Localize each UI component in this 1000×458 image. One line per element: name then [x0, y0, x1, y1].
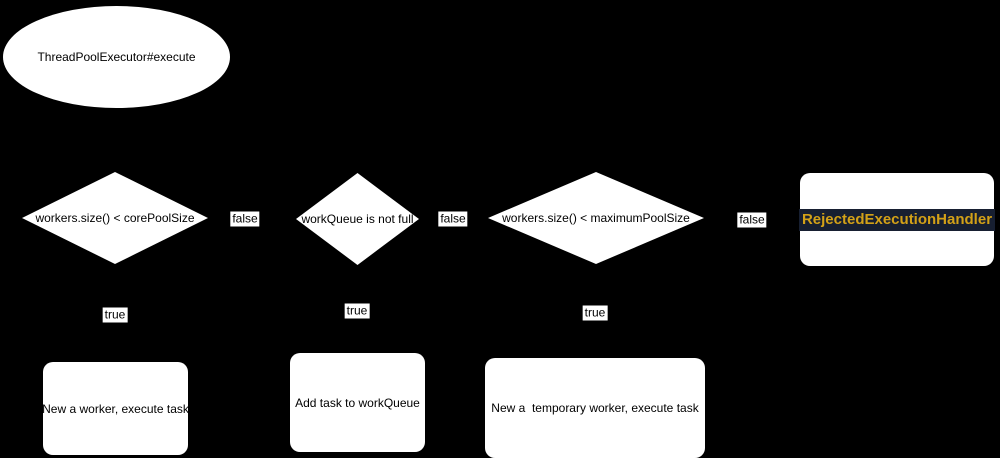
edge-label-false-core-pool: false	[230, 211, 260, 227]
decision-work-queue-not-full-label: workQueue is not full	[301, 212, 414, 226]
decision-work-queue-not-full: workQueue is not full	[296, 173, 419, 265]
start-node: ThreadPoolExecutor#execute	[3, 6, 230, 108]
edge-label-true-work-queue: true	[344, 303, 370, 319]
action-new-temporary-worker-label: New a temporary worker, execute task	[491, 401, 699, 415]
edge-label-true-maximum-pool: true	[582, 305, 608, 321]
action-new-worker: New a worker, execute task	[42, 362, 189, 455]
decision-core-pool-size-label: workers.size() < corePoolSize	[35, 211, 195, 225]
edge-label-true-core-pool: true	[102, 307, 128, 323]
action-add-task-to-work-queue-label: Add task to workQueue	[295, 395, 420, 410]
rejected-execution-handler-label: RejectedExecutionHandler	[801, 210, 993, 228]
rejected-execution-handler-node: RejectedExecutionHandler	[798, 173, 996, 266]
edge-label-false-work-queue: false	[438, 211, 468, 227]
action-new-worker-label: New a worker, execute task	[42, 401, 189, 416]
start-node-label: ThreadPoolExecutor#execute	[37, 50, 196, 64]
rejected-execution-handler-highlight: RejectedExecutionHandler	[798, 208, 996, 231]
action-add-task-to-work-queue: Add task to workQueue	[290, 353, 425, 452]
decision-maximum-pool-size: workers.size() < maximumPoolSize	[488, 172, 704, 264]
action-new-temporary-worker: New a temporary worker, execute task	[485, 358, 705, 458]
decision-core-pool-size: workers.size() < corePoolSize	[22, 172, 208, 264]
edge-label-false-maximum-pool: false	[737, 212, 767, 228]
decision-maximum-pool-size-label: workers.size() < maximumPoolSize	[502, 211, 690, 225]
